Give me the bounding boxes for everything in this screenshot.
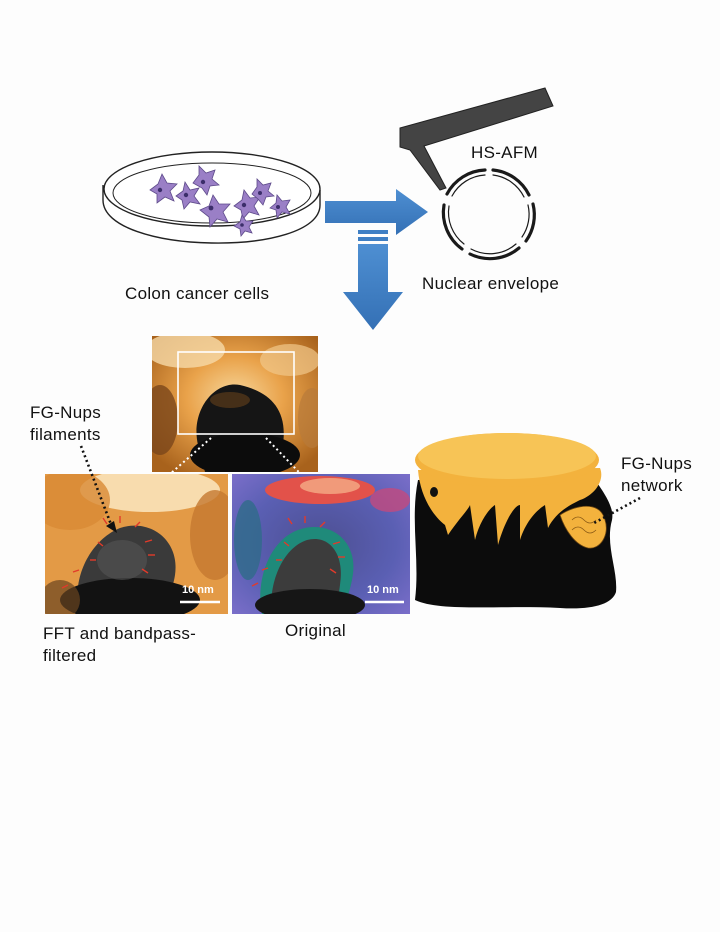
afm-image-overview bbox=[152, 336, 318, 472]
red-arrows-left bbox=[61, 516, 155, 589]
label-fg-nups-filaments-2: filaments bbox=[30, 425, 101, 444]
label-fg-nups-network-1: FG-Nups bbox=[621, 454, 693, 473]
label-nuclear-envelope: Nuclear envelope bbox=[422, 274, 560, 293]
afm-cantilever-icon bbox=[399, 87, 554, 191]
afm-image-filtered bbox=[45, 474, 228, 614]
label-fft-line1: FFT and bandpass- bbox=[43, 624, 197, 643]
nuclear-pore-complex-icon bbox=[414, 433, 617, 609]
leader-filaments bbox=[79, 445, 117, 533]
label-hs-afm: HS-AFM bbox=[471, 143, 538, 162]
label-original: Original bbox=[285, 621, 346, 640]
right-arrow bbox=[325, 189, 428, 235]
scale-label-left: 10 nm bbox=[182, 584, 214, 596]
scale-label-right: 10 nm bbox=[367, 584, 399, 596]
afm-image-original bbox=[232, 474, 410, 614]
down-arrow bbox=[343, 230, 403, 330]
petri-dish-icon bbox=[102, 151, 321, 244]
nuclear-envelope-icon bbox=[441, 168, 536, 261]
red-arrows-right bbox=[251, 516, 345, 587]
label-fg-nups-filaments-1: FG-Nups bbox=[30, 403, 102, 422]
leader-network bbox=[593, 496, 641, 525]
label-fg-nups-network-2: network bbox=[621, 476, 683, 495]
label-colon-cancer-cells: Colon cancer cells bbox=[125, 284, 270, 303]
label-fft-line2: filtered bbox=[43, 646, 97, 665]
